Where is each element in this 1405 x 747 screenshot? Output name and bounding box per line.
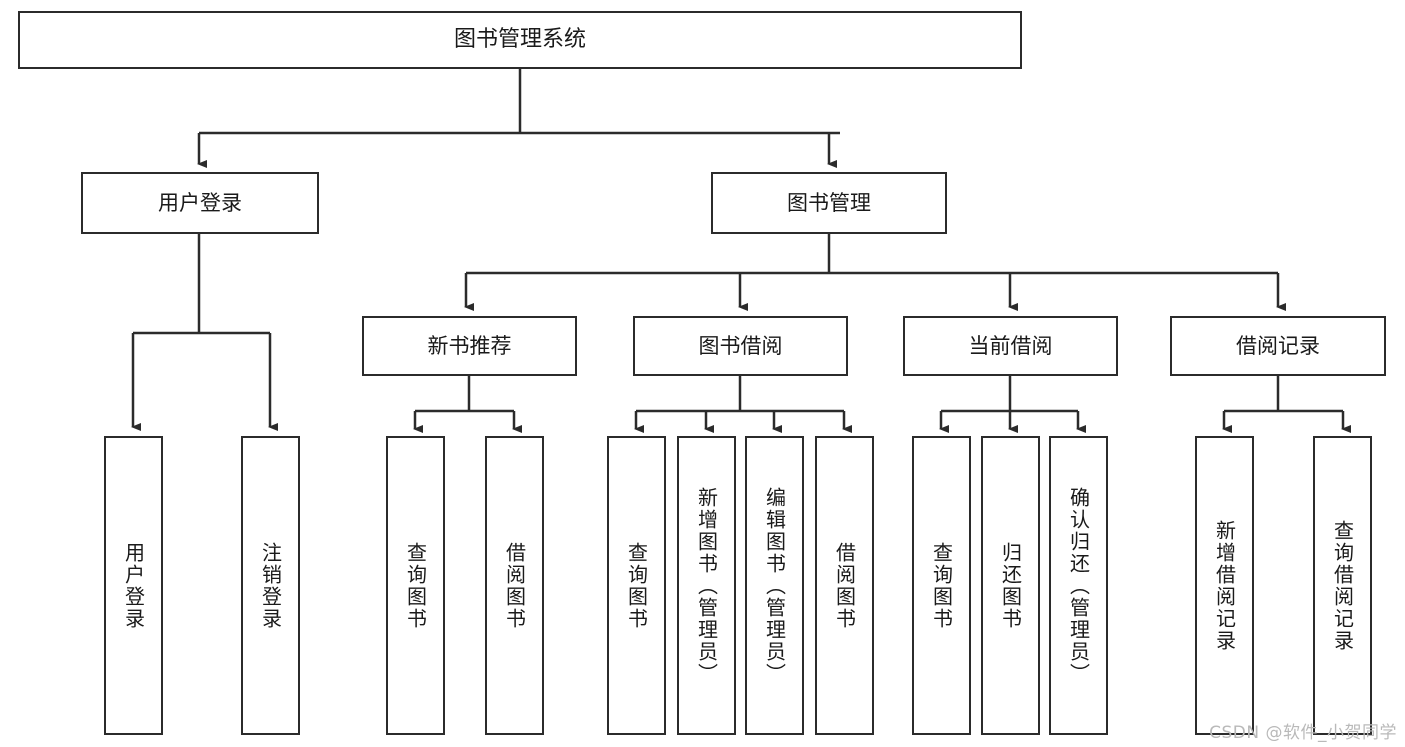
node-book-borrow[interactable]: 图书借阅 bbox=[633, 316, 848, 376]
node-book-management[interactable]: 图书管理 bbox=[711, 172, 947, 234]
node-label: 用户登录 bbox=[158, 190, 242, 215]
leaf-borrow-book[interactable]: 借阅图书 bbox=[815, 436, 874, 735]
node-label: 用户登录 bbox=[121, 541, 146, 630]
leaf-user-login[interactable]: 用户登录 bbox=[104, 436, 163, 735]
leaf-add-borrow-record[interactable]: 新增借阅记录 bbox=[1195, 436, 1254, 735]
node-label: 新增图书（管理员） bbox=[694, 486, 719, 685]
leaf-borrow-book-recommend[interactable]: 借阅图书 bbox=[485, 436, 544, 735]
leaf-logout[interactable]: 注销登录 bbox=[241, 436, 300, 735]
node-label: 注销登录 bbox=[258, 541, 283, 630]
node-label: 查询图书 bbox=[624, 541, 649, 630]
watermark: CSDN @软件_小贺同学 bbox=[1209, 723, 1397, 743]
leaf-return-book[interactable]: 归还图书 bbox=[981, 436, 1040, 735]
node-label: 归还图书 bbox=[998, 541, 1023, 630]
node-label: 借阅图书 bbox=[832, 541, 857, 630]
node-label: 编辑图书（管理员） bbox=[762, 486, 787, 685]
node-borrow-record[interactable]: 借阅记录 bbox=[1170, 316, 1386, 376]
node-label: 确认归还（管理员） bbox=[1066, 486, 1091, 685]
node-label: 查询图书 bbox=[403, 541, 428, 630]
node-label: 查询借阅记录 bbox=[1330, 519, 1355, 652]
leaf-confirm-return-admin[interactable]: 确认归还（管理员） bbox=[1049, 436, 1108, 735]
node-root-book-management-system[interactable]: 图书管理系统 bbox=[18, 11, 1022, 69]
node-current-borrow[interactable]: 当前借阅 bbox=[903, 316, 1118, 376]
node-label: 借阅记录 bbox=[1236, 333, 1320, 358]
leaf-query-book-current[interactable]: 查询图书 bbox=[912, 436, 971, 735]
node-label: 借阅图书 bbox=[502, 541, 527, 630]
node-new-book-recommendation[interactable]: 新书推荐 bbox=[362, 316, 577, 376]
leaf-query-book-borrow[interactable]: 查询图书 bbox=[607, 436, 666, 735]
leaf-query-book-recommend[interactable]: 查询图书 bbox=[386, 436, 445, 735]
leaf-edit-book-admin[interactable]: 编辑图书（管理员） bbox=[745, 436, 804, 735]
node-label: 新书推荐 bbox=[427, 333, 512, 358]
node-label: 图书管理 bbox=[787, 190, 871, 215]
node-user-login[interactable]: 用户登录 bbox=[81, 172, 319, 234]
node-label: 新增借阅记录 bbox=[1212, 519, 1237, 652]
node-label: 图书借阅 bbox=[698, 333, 783, 358]
node-label: 当前借阅 bbox=[968, 333, 1053, 358]
leaf-add-book-admin[interactable]: 新增图书（管理员） bbox=[677, 436, 736, 735]
leaf-query-borrow-record[interactable]: 查询借阅记录 bbox=[1313, 436, 1372, 735]
node-label: 查询图书 bbox=[929, 541, 954, 630]
node-label: 图书管理系统 bbox=[453, 27, 586, 53]
